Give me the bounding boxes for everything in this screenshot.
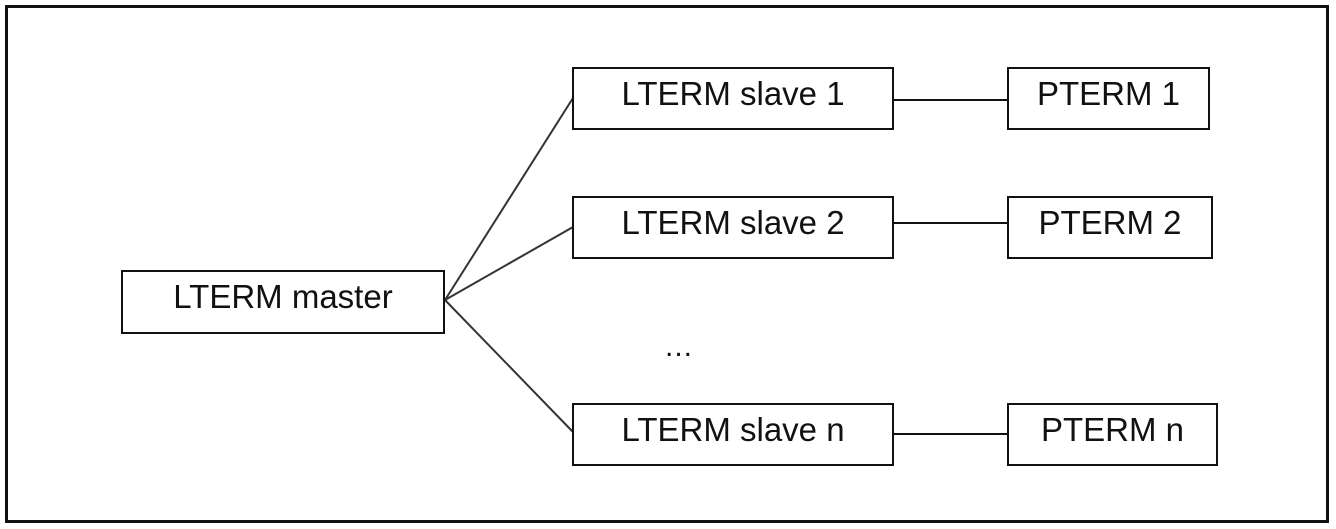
pterm-2-label: PTERM 2 <box>1038 203 1182 241</box>
edge-master-slave-n <box>444 299 574 433</box>
edge-master-slave-1 <box>444 97 574 301</box>
ellipsis-more-slaves: ... <box>664 330 693 363</box>
lterm-master-label: LTERM master <box>173 278 393 315</box>
lterm-slave-n-label: LTERM slave n <box>621 410 845 448</box>
pterm-n-node: PTERM n <box>1007 403 1218 466</box>
lterm-slave-1-node: LTERM slave 1 <box>572 67 894 130</box>
lterm-master-node: LTERM master <box>121 270 445 334</box>
lterm-slave-n-node: LTERM slave n <box>572 403 894 466</box>
lterm-slave-2-label: LTERM slave 2 <box>621 203 845 241</box>
pterm-n-label: PTERM n <box>1040 410 1185 448</box>
edge-master-slave-2 <box>444 226 574 301</box>
lterm-slave-2-node: LTERM slave 2 <box>572 196 894 259</box>
lterm-slave-1-label: LTERM slave 1 <box>621 74 845 112</box>
pterm-2-node: PTERM 2 <box>1007 196 1213 259</box>
pterm-1-label: PTERM 1 <box>1036 74 1181 112</box>
pterm-1-node: PTERM 1 <box>1007 67 1210 130</box>
